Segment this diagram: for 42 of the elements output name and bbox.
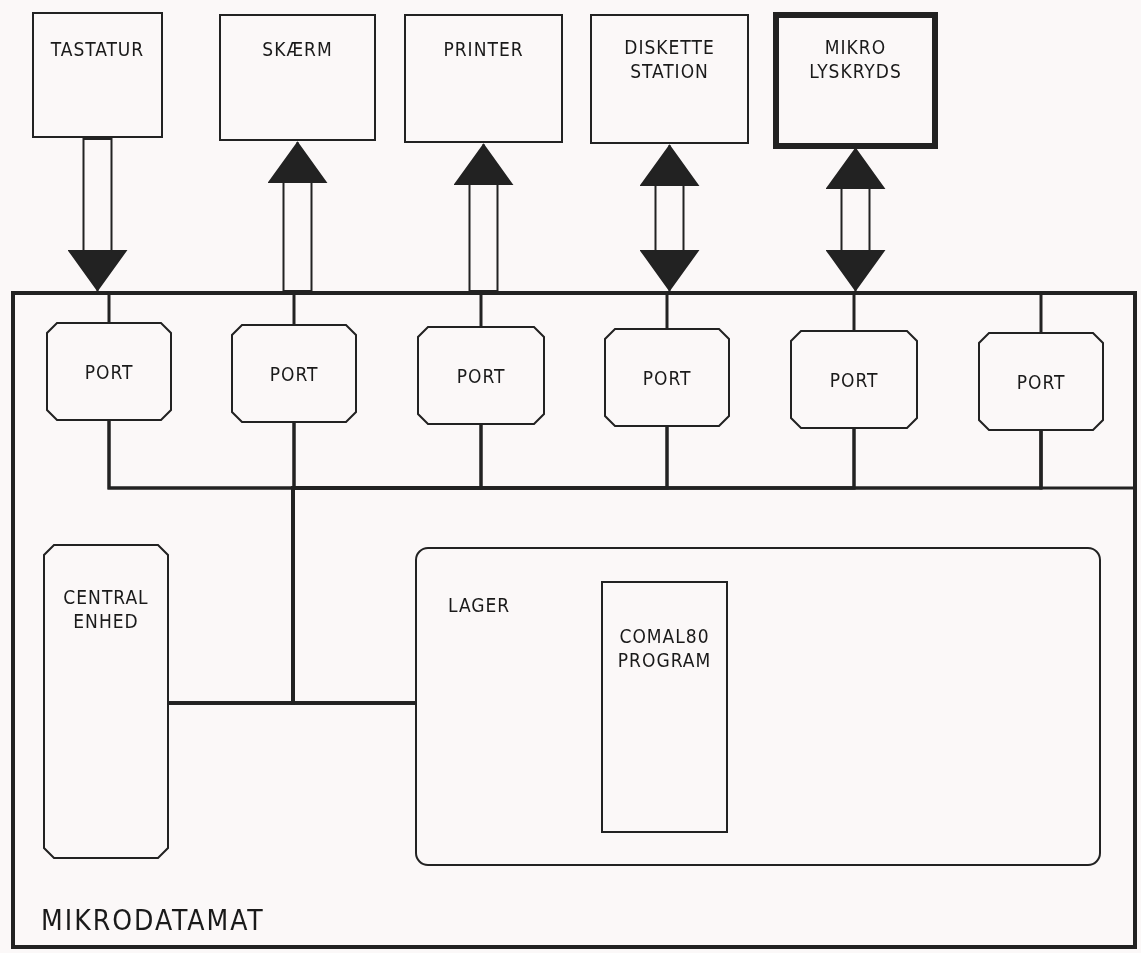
port-line bbox=[107, 293, 111, 323]
module-box bbox=[605, 329, 729, 426]
node-label: PORT bbox=[83, 359, 135, 384]
port-line bbox=[852, 293, 856, 331]
device-box bbox=[602, 582, 727, 832]
module-box bbox=[44, 545, 168, 858]
block-arrow bbox=[640, 144, 699, 292]
module-box bbox=[791, 331, 917, 428]
node-label: MIKRO LYSKRYDS bbox=[808, 35, 903, 83]
frame-label: MIKRODATAMAT bbox=[41, 905, 266, 937]
node-label: PRINTER bbox=[442, 37, 525, 61]
device-box bbox=[220, 15, 375, 140]
device-box bbox=[591, 15, 748, 143]
device-box bbox=[776, 15, 935, 146]
node-label: DISKETTE STATION bbox=[623, 35, 716, 83]
block-arrow bbox=[826, 147, 885, 292]
device-box bbox=[405, 15, 562, 142]
node-label: PORT bbox=[268, 361, 320, 386]
block-arrow bbox=[68, 138, 127, 292]
node-label: PORT bbox=[455, 363, 507, 388]
block-arrow bbox=[454, 143, 513, 292]
node-label: PORT bbox=[641, 365, 693, 390]
node-label: PORT bbox=[1015, 369, 1067, 394]
block-arrow bbox=[268, 141, 327, 292]
computer-frame bbox=[13, 293, 1135, 947]
port-line bbox=[665, 293, 669, 329]
device-box bbox=[33, 13, 162, 137]
bus-line bbox=[1039, 430, 1133, 490]
port-line bbox=[292, 293, 296, 325]
port-line bbox=[1039, 293, 1043, 333]
module-box bbox=[418, 327, 544, 424]
module-box bbox=[232, 325, 356, 422]
node-label: CENTRAL ENHED bbox=[62, 585, 150, 633]
node-label: TASTATUR bbox=[49, 37, 146, 61]
node-label: LAGER bbox=[448, 593, 512, 617]
node-label: SKÆRM bbox=[261, 37, 334, 61]
module-box bbox=[47, 323, 171, 420]
port-line bbox=[479, 293, 483, 327]
node-label: PORT bbox=[828, 367, 880, 392]
memory-box bbox=[416, 548, 1100, 865]
module-box bbox=[979, 333, 1103, 430]
node-label: COMAL80 PROGRAM bbox=[616, 624, 713, 672]
